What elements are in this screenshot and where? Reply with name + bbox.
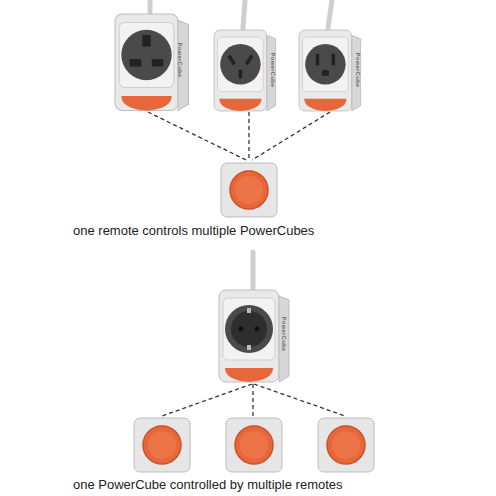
brand-text: PowerCube [281, 317, 287, 352]
brand-text: PowerCube [355, 53, 361, 88]
powercube-au [214, 30, 276, 111]
dashed-link [162, 384, 345, 416]
brand-text: PowerCube [270, 53, 276, 88]
caption-text: one remote controls multiple PowerCubes [73, 223, 314, 238]
dashed-link [148, 112, 330, 160]
caption-text: one PowerCube controlled by multiple rem… [73, 477, 343, 492]
powercube-us [299, 30, 361, 111]
remote [221, 163, 277, 217]
remote [318, 418, 374, 472]
remote [134, 418, 190, 472]
brand-text: PowerCube [177, 43, 183, 78]
powercube-uk [115, 14, 189, 111]
powercube-eu [219, 290, 289, 382]
remote [226, 418, 282, 472]
